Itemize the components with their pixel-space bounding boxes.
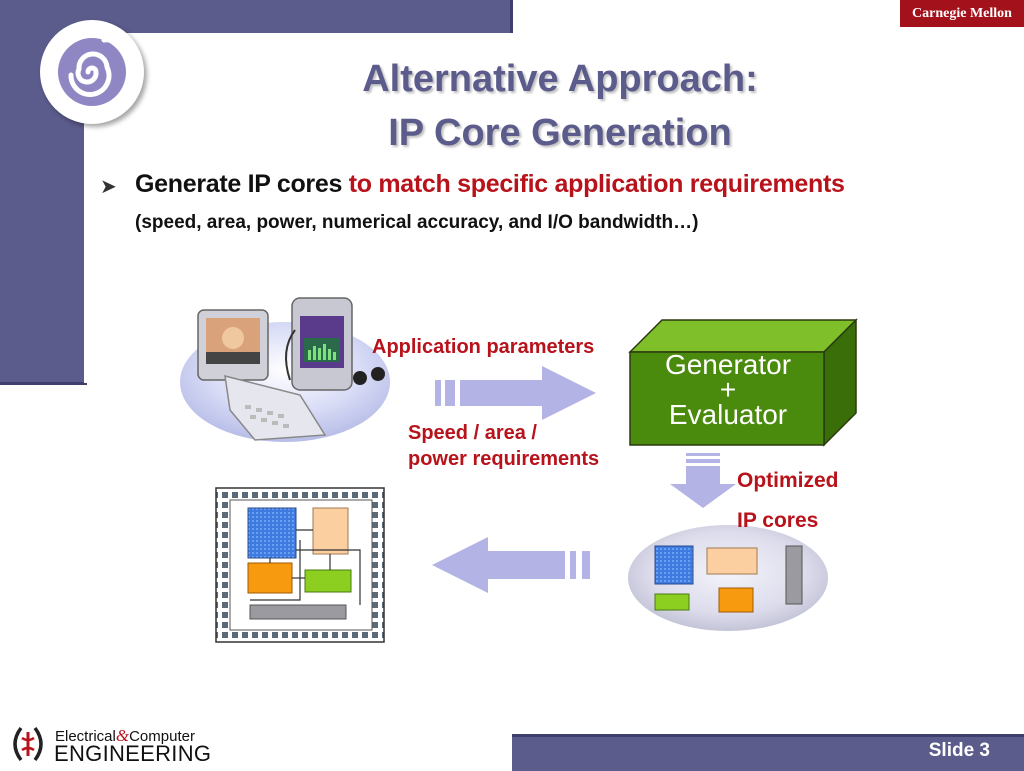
generator-cube	[628, 318, 858, 447]
bullet-prefix: Generate IP cores	[135, 170, 349, 198]
optimized-line-2: IP cores	[737, 509, 819, 532]
dept-ampersand: &	[115, 726, 130, 745]
chip-layout-image	[215, 487, 385, 643]
footer-bar	[512, 734, 1024, 771]
bullet-arrow-icon: ➤	[100, 176, 117, 198]
dept-computer: Computer	[129, 728, 195, 745]
optimized-ip-cores-label: Optimized IP cores	[737, 468, 839, 534]
spiral-logo-icon	[58, 37, 127, 106]
speed-line-1: Speed / area /	[408, 422, 537, 444]
slide-title: Alternative Approach: IP Core Generation	[250, 52, 870, 160]
optimized-line-1: Optimized	[737, 469, 839, 492]
arrow-to-chip	[432, 537, 590, 593]
dept-name-line-1: Electrical&Computer	[55, 726, 195, 746]
generator-evaluator-label: Generator + Evaluator	[630, 349, 826, 430]
ece-logo-icon	[13, 726, 43, 762]
title-line-2: IP Core Generation	[388, 112, 732, 154]
title-line-1: Alternative Approach:	[362, 58, 758, 100]
speed-line-2: power requirements	[408, 448, 600, 470]
generator-line-1: Generator	[664, 349, 792, 380]
top-bar	[84, 0, 513, 36]
arrow-down-to-ip-cores	[670, 453, 736, 508]
arrow-to-generator	[435, 366, 596, 420]
speed-area-power-label: Speed / area / power requirements	[408, 420, 599, 472]
dept-name-line-2: ENGINEERING	[54, 741, 212, 766]
bullet-main: Generate IP cores to match specific appl…	[135, 170, 845, 199]
optimized-ip-cores-image	[628, 525, 828, 631]
application-parameters-label: Application parameters	[372, 336, 595, 358]
mobile-devices-image	[180, 297, 390, 442]
slide-number: Slide 3	[928, 740, 990, 761]
dept-electrical: Electrical	[55, 728, 116, 745]
bullet-sub: (speed, area, power, numerical accuracy,…	[135, 212, 699, 233]
generator-line-2: +	[719, 374, 737, 405]
generator-line-3: Evaluator	[668, 399, 788, 430]
carnegie-mellon-badge: Carnegie Mellon	[900, 0, 1024, 27]
bullet-highlight: to match specific application requiremen…	[348, 170, 845, 198]
